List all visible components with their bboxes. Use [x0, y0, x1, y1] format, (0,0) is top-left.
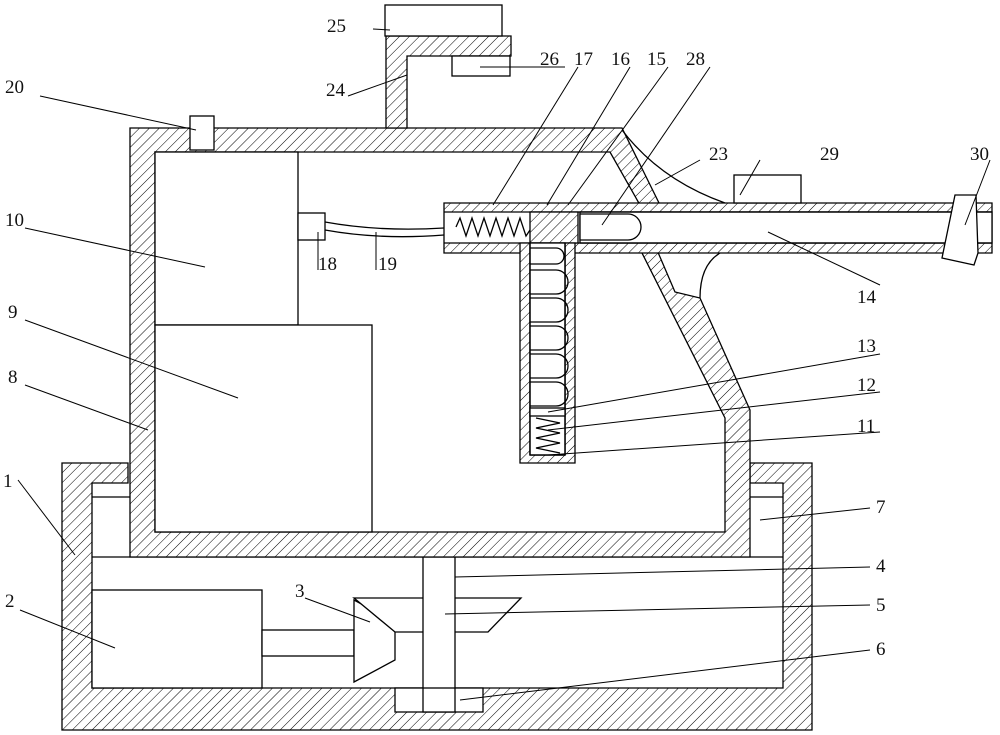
- motor-block: [91, 589, 263, 689]
- wire-19: [324, 221, 445, 230]
- label-18: 18: [318, 254, 337, 275]
- muzzle-30: [941, 194, 979, 266]
- sight-29: [733, 174, 802, 204]
- label-29: 29: [820, 144, 839, 165]
- bearing-block: [394, 687, 484, 713]
- label-16: 16: [611, 49, 630, 70]
- label-8: 8: [8, 367, 18, 388]
- handle-curve-upper: [621, 129, 726, 204]
- spring-12: [535, 417, 561, 454]
- camera-26: [451, 55, 511, 77]
- label-3: 3: [295, 581, 305, 602]
- label-4: 4: [876, 556, 886, 577]
- switch-18: [297, 212, 326, 241]
- label-30: 30: [970, 144, 989, 165]
- leader-lines: [17, 28, 991, 701]
- control-box: [154, 151, 299, 326]
- label-9: 9: [8, 302, 18, 323]
- top-display: [384, 4, 503, 37]
- bracket: [385, 35, 512, 129]
- label-15: 15: [647, 49, 666, 70]
- label-17: 17: [574, 49, 593, 70]
- label-19: 19: [378, 254, 397, 275]
- follower-13: [529, 407, 566, 417]
- label-2: 2: [5, 591, 15, 612]
- label-5: 5: [876, 595, 886, 616]
- piston: [529, 211, 579, 244]
- top-sensor: [189, 115, 215, 151]
- label-23: 23: [709, 144, 728, 165]
- motor-shaft: [261, 629, 355, 657]
- handle-curve-lower: [699, 252, 721, 299]
- label-26: 26: [540, 49, 559, 70]
- label-28: 28: [686, 49, 705, 70]
- label-6: 6: [876, 639, 886, 660]
- projectile: [579, 213, 642, 241]
- spring-17: [455, 215, 533, 239]
- label-1: 1: [3, 471, 13, 492]
- battery-box: [154, 324, 373, 533]
- label-7: 7: [876, 497, 886, 518]
- label-20: 20: [5, 77, 24, 98]
- label-24: 24: [326, 80, 346, 101]
- barrel: [443, 202, 993, 254]
- label-14: 14: [857, 287, 877, 308]
- label-13: 13: [857, 336, 876, 357]
- label-12: 12: [857, 375, 876, 396]
- label-11: 11: [857, 416, 875, 437]
- magazine-rounds: [530, 247, 569, 407]
- label-25: 25: [327, 16, 346, 37]
- label-10: 10: [5, 210, 24, 231]
